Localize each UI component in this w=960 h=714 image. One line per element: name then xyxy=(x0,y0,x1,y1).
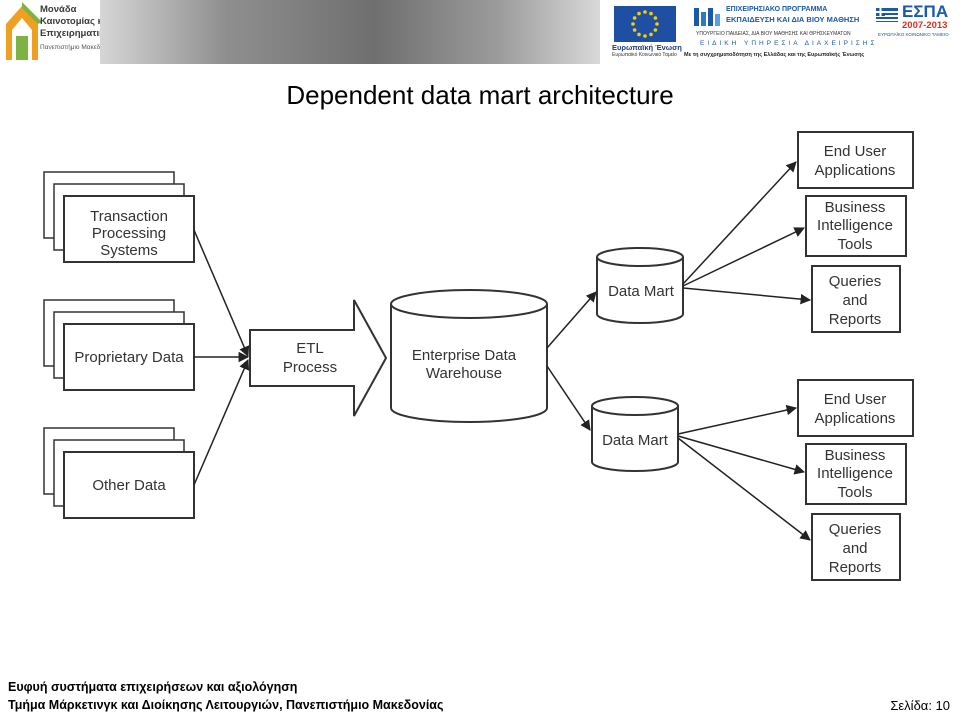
arrow-transaction-to-etl xyxy=(193,229,250,357)
output-label: Reports xyxy=(829,559,882,576)
output-label: Intelligence xyxy=(817,465,893,482)
cofund-note: Με τη συγχρηματοδότηση της Ελλάδας και τ… xyxy=(684,52,865,58)
source-label: Proprietary Data xyxy=(74,349,184,366)
output-queries-1: Queries and Reports xyxy=(811,265,901,333)
header-banner: Μονάδα Καινοτομίας και Επιχειρηματικότητ… xyxy=(0,0,960,64)
data-mart-2: Data Mart xyxy=(591,396,679,472)
espa-tag: ΕΥΡΩΠΑΪΚΟ ΚΟΙΝΩΝΙΚΟ ΤΑΜΕΙΟ xyxy=(878,32,949,37)
logo-line-3: Επιχειρηματικότητας xyxy=(40,28,135,39)
arrow-warehouse-to-mart-1 xyxy=(546,291,597,349)
logo-line-4: Πανεπιστήμιο Μακεδονίας xyxy=(40,44,116,51)
output-label: Tools xyxy=(837,236,872,253)
data-mart-1: Data Mart xyxy=(596,247,684,324)
footer-department: Τμήμα Μάρκετινγκ και Διοίκησης Λειτουργι… xyxy=(8,698,444,712)
output-label: End User xyxy=(824,143,887,160)
arrow-mart2-to-queries xyxy=(677,437,811,541)
data-mart-label: Data Mart xyxy=(608,283,675,300)
output-label: Queries xyxy=(829,273,882,290)
etl-label: ETL xyxy=(296,340,324,357)
espa-years: 2007-2013 xyxy=(902,20,948,31)
source-other-data: Other Data xyxy=(43,427,195,519)
page-title: Dependent data mart architecture xyxy=(286,80,674,110)
funding-logos: Ευρωπαϊκή Ένωση Ευρωπαϊκό Κοινωνικό Ταμε… xyxy=(600,0,960,64)
program-line-2: ΕΚΠΑΙΔΕΥΣΗ ΚΑΙ ΔΙΑ ΒΙΟΥ ΜΑΘΗΣΗ xyxy=(726,15,860,24)
enterprise-data-warehouse: Enterprise Data Warehouse xyxy=(390,289,548,423)
output-label: Business xyxy=(825,199,886,216)
warehouse-label: Warehouse xyxy=(426,365,502,382)
output-label: Queries xyxy=(829,521,882,538)
output-label: Tools xyxy=(837,484,872,501)
source-label: Other Data xyxy=(92,477,166,494)
source-label: Transaction xyxy=(90,208,168,225)
innovation-unit-logo: Μονάδα Καινοτομίας και Επιχειρηματικότητ… xyxy=(0,0,134,64)
arrow-mart1-to-queries xyxy=(682,287,812,305)
output-bi-tools-2: Business Intelligence Tools xyxy=(805,443,907,505)
output-end-user-2: End User Applications xyxy=(797,379,914,437)
program-service: ΕΙΔΙΚΗ ΥΠΗΡΕΣΙΑ ΔΙΑΧΕΙΡΙΣΗΣ xyxy=(700,40,878,47)
program-line-1: ΕΠΙΧΕΙΡΗΣΙΑΚΟ ΠΡΟΓΡΑΜΜΑ xyxy=(726,6,828,13)
logo-line-1: Μονάδα xyxy=(40,4,77,15)
page-number: Σελίδα: 10 xyxy=(890,698,950,713)
arrow-mart1-to-end-user xyxy=(682,161,797,285)
source-label: Systems xyxy=(100,242,158,259)
arrow-mart1-to-bi xyxy=(682,227,805,287)
output-label: Applications xyxy=(815,162,896,179)
source-label: Processing xyxy=(92,225,166,242)
arrow-mart2-to-end-user xyxy=(677,404,798,435)
arrow-warehouse-to-mart-2 xyxy=(546,365,591,431)
data-mart-label: Data Mart xyxy=(602,432,669,449)
program-logo-icon xyxy=(694,8,720,26)
eu-flag-icon xyxy=(614,6,676,42)
output-label: and xyxy=(842,292,867,309)
output-label: Intelligence xyxy=(817,217,893,234)
eu-label: Ευρωπαϊκή Ένωση xyxy=(612,43,682,52)
output-label: and xyxy=(842,540,867,557)
output-end-user-1: End User Applications xyxy=(797,131,914,189)
output-label: End User xyxy=(824,391,887,408)
eu-sublabel: Ευρωπαϊκό Κοινωνικό Ταμείο xyxy=(612,52,677,58)
etl-process: ETL Process xyxy=(249,299,388,417)
output-label: Reports xyxy=(829,311,882,328)
arrow-mart2-to-bi xyxy=(677,435,806,475)
banner-gradient xyxy=(100,0,600,64)
etl-label: Process xyxy=(283,359,337,376)
stack-sheet xyxy=(63,195,195,263)
source-transaction-processing: Transaction Processing Systems xyxy=(43,171,195,263)
output-label: Business xyxy=(825,447,886,464)
output-label: Applications xyxy=(815,410,896,427)
espa-name: ΕΣΠΑ xyxy=(902,2,949,21)
greek-flag-icon xyxy=(876,8,898,22)
warehouse-label: Enterprise Data xyxy=(412,347,517,364)
output-bi-tools-1: Business Intelligence Tools xyxy=(805,195,907,257)
source-proprietary-data: Proprietary Data xyxy=(43,299,195,391)
output-queries-2: Queries and Reports xyxy=(811,513,901,581)
architecture-diagram: Transaction Processing Systems Proprieta… xyxy=(43,131,914,581)
logo-line-2: Καινοτομίας και xyxy=(40,16,112,27)
arrow-other-to-etl xyxy=(193,359,250,486)
house-logo-icon xyxy=(6,2,42,60)
program-ministry: ΥΠΟΥΡΓΕΙΟ ΠΑΙΔΕΙΑΣ, ΔΙΑ ΒΙΟΥ ΜΑΘΗΣΗΣ ΚΑΙ… xyxy=(696,31,851,37)
footer-course-title: Ευφυή συστήματα επιχειρήσεων και αξιολόγ… xyxy=(8,680,298,694)
